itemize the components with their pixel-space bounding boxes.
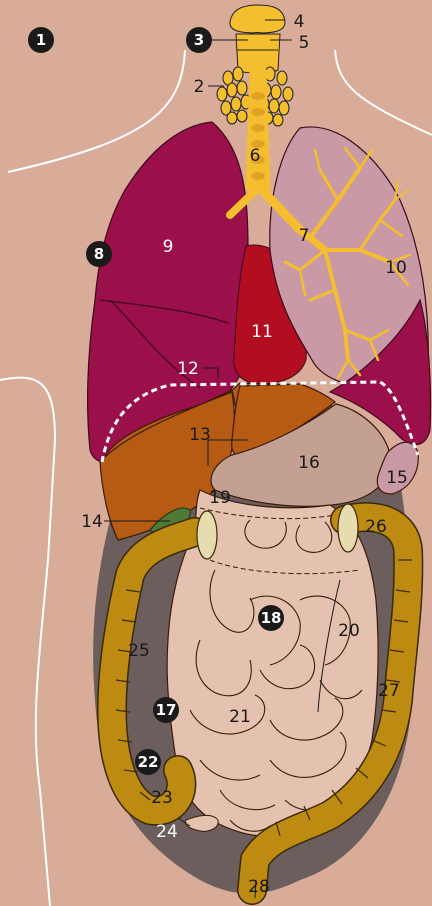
label-10: 10: [385, 258, 407, 278]
label-14: 14: [81, 512, 103, 532]
label-25: 25: [128, 641, 150, 661]
badge-3: 3: [186, 27, 212, 53]
label-5: 5: [299, 33, 310, 53]
splenic-flexure: [338, 504, 358, 552]
label-27: 27: [378, 681, 400, 701]
label-9: 9: [163, 237, 174, 257]
label-4: 4: [294, 12, 305, 32]
label-23: 23: [151, 788, 173, 808]
label-6: 6: [250, 146, 261, 166]
badge-3-text: 3: [194, 31, 204, 49]
label-15: 15: [386, 468, 408, 488]
label-13: 13: [189, 425, 211, 445]
label-20: 20: [338, 621, 360, 641]
gland-4: [230, 5, 285, 33]
hepatic-flexure: [197, 511, 217, 559]
badge-18: 18: [258, 605, 284, 631]
label-24: 24: [156, 822, 178, 842]
label-7: 7: [299, 226, 310, 246]
badge-17: 17: [153, 697, 179, 723]
label-12: 12: [177, 359, 199, 379]
badge-1-text: 1: [36, 31, 46, 49]
badge-22: 22: [135, 749, 161, 775]
badge-18-text: 18: [261, 609, 282, 627]
badge-1: 1: [28, 27, 54, 53]
label-11: 11: [251, 322, 273, 342]
label-26: 26: [365, 517, 387, 537]
label-28: 28: [248, 877, 270, 897]
badge-8-text: 8: [94, 245, 104, 263]
label-21: 21: [229, 707, 251, 727]
badge-22-text: 22: [138, 753, 159, 771]
label-16: 16: [298, 453, 320, 473]
label-2: 2: [194, 77, 205, 97]
label-19: 19: [209, 488, 231, 508]
badge-8: 8: [86, 241, 112, 267]
badge-17-text: 17: [156, 701, 177, 719]
